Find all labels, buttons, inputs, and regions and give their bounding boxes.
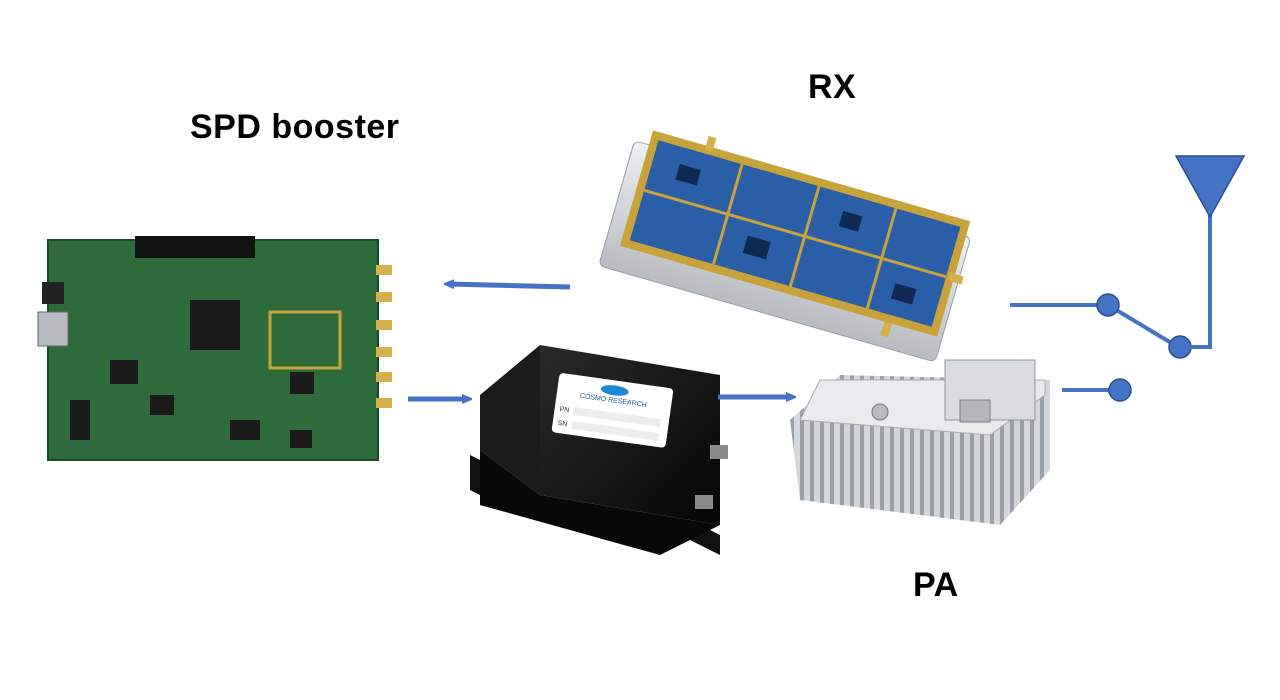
chip [742,235,771,260]
spd-booster-board [37,236,392,461]
chip [890,283,917,305]
sn-key: SN [557,420,568,428]
pa-amplifier [790,359,1050,525]
chip [110,360,138,384]
sma-connector [376,265,392,275]
sma-connector [376,398,392,408]
tr-switch [1010,215,1212,402]
filter-box: COSMO RESEARCH PN SN [470,345,728,555]
usb-port [42,282,64,304]
sn-value-field [571,420,660,442]
switch-arm [1106,303,1180,349]
pa-label: PA [913,566,959,604]
chip [838,210,863,232]
sma-connector [695,495,713,509]
rx-label: RX [808,68,857,106]
switch-node-common [1168,335,1192,359]
rx-board [599,130,971,362]
antenna-icon [1174,155,1246,219]
sma-connector [880,321,893,338]
sma-connector [376,320,392,330]
enclosure-side [480,345,540,495]
spd-header-connector [135,236,255,258]
switch-node-rx [1096,293,1120,317]
ethernet-port [37,311,69,347]
sma-connector [376,292,392,302]
chip [230,420,260,440]
chip [290,430,312,448]
pa-input-connector [871,403,889,421]
brand-logo [600,385,629,396]
sma-connector [376,372,392,382]
chip [675,164,701,186]
chip [150,395,174,415]
pn-value-field [572,406,662,428]
switch-node-pa [1108,378,1132,402]
rf-section-outline [268,310,342,370]
arrow-rx-to-spd [448,284,571,290]
spd-booster-label: SPD booster [190,108,400,146]
chip [70,400,90,440]
sma-connector [376,347,392,357]
chip [290,372,314,394]
sma-connector [710,445,728,459]
pa-connector [959,399,991,423]
fpga-chip [190,300,240,350]
sma-connector [704,135,717,152]
sma-connector [948,272,964,285]
pn-key: PN [559,406,570,414]
enclosure-front [480,450,720,555]
antenna-feed [1190,215,1212,349]
heatsink-front [790,420,1000,525]
